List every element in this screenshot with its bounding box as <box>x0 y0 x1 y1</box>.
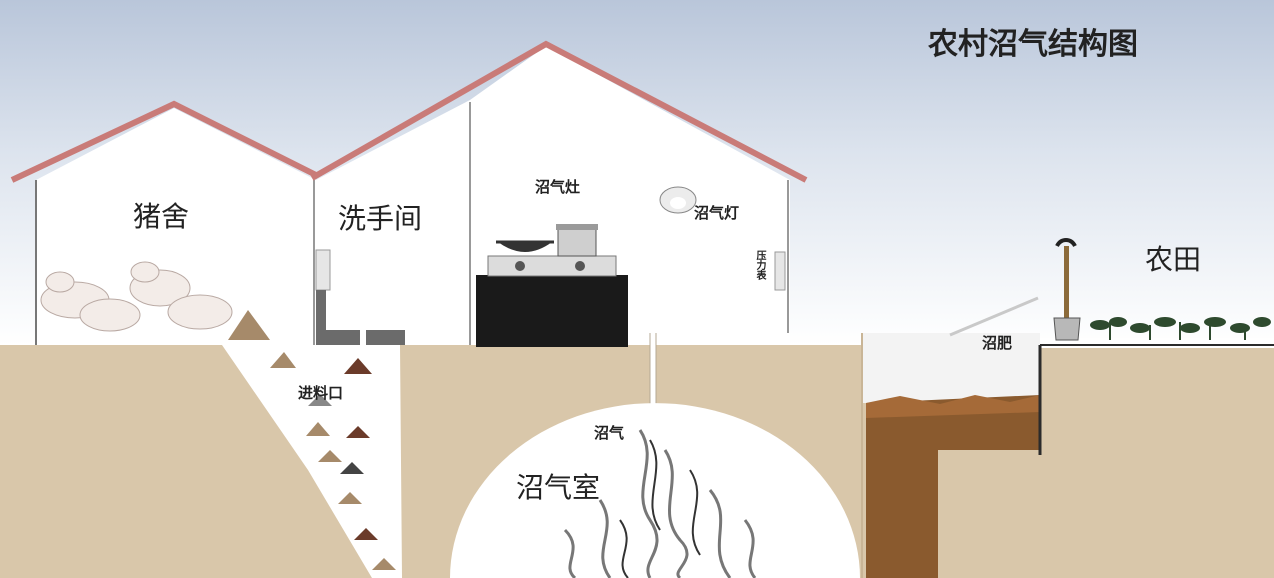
toilet-left <box>316 290 360 345</box>
gas-flames-dark <box>619 439 701 578</box>
crop-stems <box>1109 322 1246 340</box>
washroom-tank <box>315 249 331 291</box>
farmland-ground <box>940 345 1274 578</box>
slurry-soil <box>866 395 1040 578</box>
label-biogas-stove: 沼气灶 <box>535 178 581 196</box>
label-pressure-gauge: 压力表 <box>754 250 765 280</box>
gas-pipe-outline <box>649 333 657 405</box>
main-roof <box>310 40 808 183</box>
stove-knob-right <box>575 261 585 271</box>
gas-pipe <box>650 187 778 405</box>
slurry-pit-opening <box>862 333 1040 403</box>
label-feed-inlet: 进料口 <box>298 384 344 402</box>
stove-top <box>487 255 617 277</box>
pigs-icon <box>40 261 233 332</box>
left-roof <box>10 100 320 183</box>
diagram-title: 农村沼气结构图 <box>928 27 1138 62</box>
wok-icon <box>498 242 552 252</box>
pot-lid <box>556 224 598 230</box>
slurry-soil-top <box>866 395 1040 418</box>
stove-base <box>476 275 628 347</box>
feed-particles <box>270 352 396 570</box>
shovel-icon <box>1053 237 1081 341</box>
label-biogas: 沼气 <box>594 424 625 442</box>
crop-plants <box>1090 317 1271 333</box>
label-digester-chamber: 沼气室 <box>516 471 601 504</box>
digester-dome <box>450 403 860 578</box>
feed-inlet-channel <box>222 345 402 578</box>
label-biogas-lamp: 沼气灯 <box>694 204 740 222</box>
manure-pile <box>228 310 270 340</box>
gas-flames <box>563 429 757 578</box>
stove-knob-left <box>515 261 525 271</box>
label-washroom: 洗手间 <box>338 202 423 235</box>
label-pigsty: 猪舍 <box>133 200 190 233</box>
slurry-ramp <box>949 296 1039 337</box>
lamp-glow <box>670 197 686 209</box>
pot-icon <box>557 227 597 257</box>
farmland-field <box>1040 338 1274 348</box>
toilet-right <box>366 330 405 345</box>
pressure-gauge-icon <box>774 251 786 291</box>
label-farmland: 农田 <box>1145 243 1202 276</box>
label-biogas-slurry: 沼肥 <box>982 334 1013 352</box>
